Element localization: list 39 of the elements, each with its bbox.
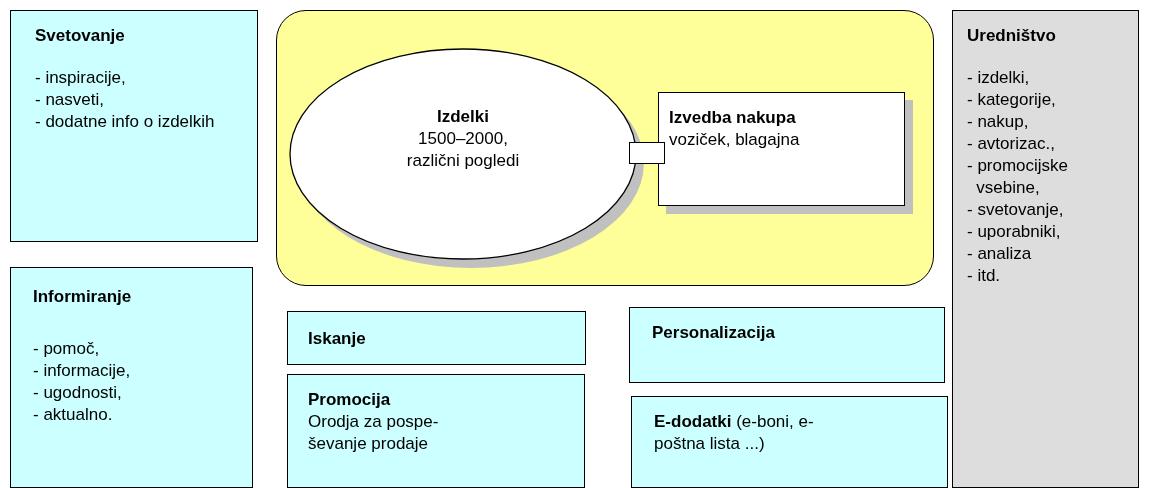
list-item: - promocijske vsebine, bbox=[967, 155, 1070, 199]
connector-box bbox=[629, 142, 665, 164]
node-text: E-dodatki (e-boni, e- poštna lista ...) bbox=[654, 411, 815, 455]
list-item: - informacije, bbox=[33, 360, 132, 382]
info-card bbox=[631, 396, 948, 488]
list-item: - analiza bbox=[967, 243, 1033, 265]
list-item: - izdelki, bbox=[967, 67, 1031, 89]
list-item: - svetovanje, bbox=[967, 199, 1065, 221]
node-title: Promocija bbox=[308, 389, 392, 411]
list-item: - ugodnosti, bbox=[33, 382, 123, 404]
info-card bbox=[10, 10, 258, 242]
node-title: Iskanje bbox=[308, 328, 367, 350]
info-card bbox=[952, 10, 1139, 488]
node-title: Izvedba nakupa bbox=[669, 107, 797, 129]
info-card bbox=[287, 374, 585, 488]
node-title: Informiranje bbox=[33, 286, 133, 308]
list-item: - inspiracije, bbox=[35, 67, 127, 89]
node-text: 1500–2000, različni pogledi bbox=[405, 128, 521, 172]
node-title: Personalizacija bbox=[652, 322, 776, 344]
list-item: - itd. bbox=[967, 265, 1002, 287]
info-card bbox=[10, 267, 253, 488]
list-item: - aktualno. bbox=[33, 404, 114, 426]
list-item: - kategorije, bbox=[967, 89, 1057, 111]
highlight-panel bbox=[276, 10, 934, 286]
process-box bbox=[658, 92, 905, 206]
node-text: Orodja za pospe- ševanje prodaje bbox=[308, 411, 440, 455]
node-title: Uredništvo bbox=[967, 25, 1057, 47]
list-item: - pomoč, bbox=[33, 338, 101, 360]
node-title: Svetovanje bbox=[35, 25, 126, 47]
list-item: - nakup, bbox=[967, 111, 1030, 133]
list-item: - nasveti, bbox=[35, 89, 105, 111]
node-text: voziček, blagajna bbox=[669, 129, 801, 151]
info-card bbox=[287, 311, 586, 365]
list-item: - uporabniki, bbox=[967, 221, 1062, 243]
ellipse-shape bbox=[289, 48, 637, 260]
list-item: - avtorizac., bbox=[967, 133, 1056, 155]
info-card bbox=[629, 307, 945, 383]
list-item: - dodatne info o izdelkih bbox=[35, 111, 216, 133]
node-title: Izdelki bbox=[436, 106, 490, 128]
